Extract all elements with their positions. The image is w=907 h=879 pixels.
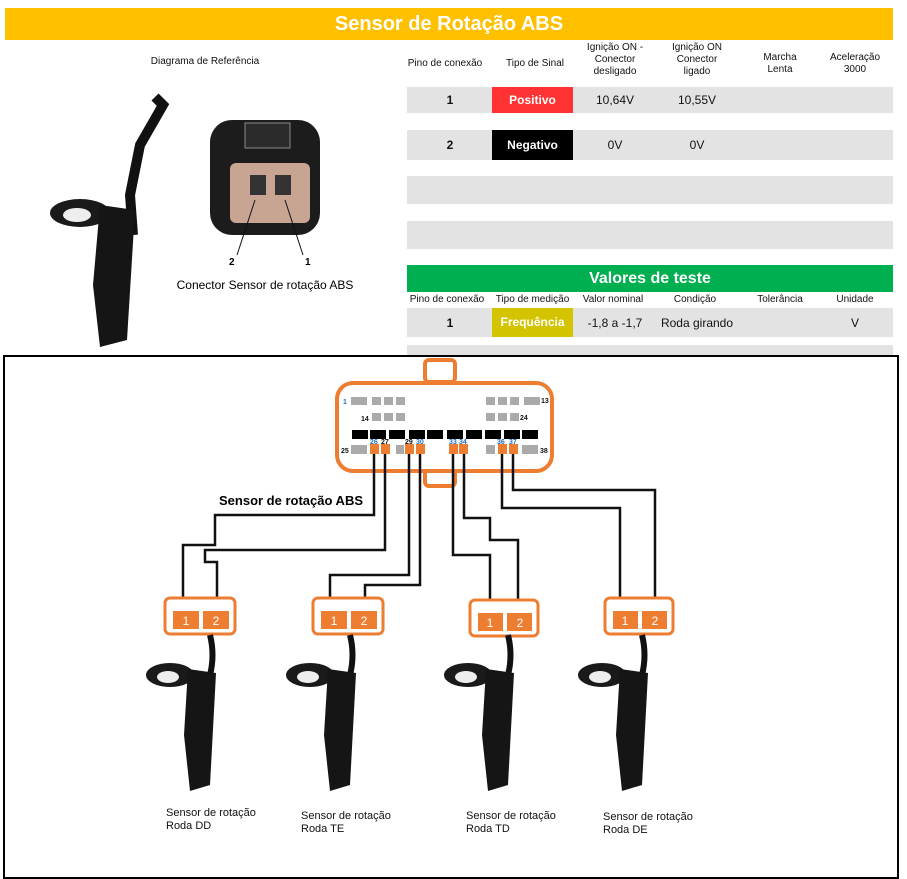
ign-off-value: 0V <box>607 138 623 152</box>
wires <box>181 454 657 600</box>
ecu-pin-label: 14 <box>361 416 369 423</box>
sensor-label-line: Roda TE <box>301 823 345 835</box>
sensor-pin-1: 1 <box>622 614 629 628</box>
ecu-pin-label: 37 <box>509 439 517 446</box>
header-idle: Marcha Lenta <box>763 52 797 75</box>
sensor-label-line: Roda TD <box>466 823 510 835</box>
ign-on-value: 10,55V <box>677 93 717 107</box>
test-header: Tolerância <box>757 294 803 305</box>
table-row-empty <box>407 221 893 249</box>
sensor-icon <box>146 635 216 791</box>
connector-photo-icon <box>210 120 320 256</box>
table-row: 1 Positivo 10,64V 10,55V <box>407 87 893 113</box>
test-header: Unidade <box>836 294 874 305</box>
ign-off-value: 10,64V <box>595 93 635 107</box>
header-accel: Aceleração 3000 <box>829 52 881 75</box>
ecu-pin-label: 24 <box>520 415 528 422</box>
table-row: 2 Negativo 0V 0V <box>407 130 893 160</box>
sensor-photo-icon <box>50 93 170 347</box>
sensor-label-line: Sensor de rotação <box>603 811 693 823</box>
ecu-pin-label: 26 <box>370 439 378 446</box>
connector-caption: Conector Sensor de rotação ABS <box>176 278 354 292</box>
sensor-label-line: Sensor de rotação <box>466 810 556 822</box>
test-values-title: Valores de teste <box>407 265 893 292</box>
sensor-pin-2: 2 <box>213 614 220 628</box>
signal-badge: Positivo <box>492 87 573 113</box>
sensor-pin-2: 2 <box>652 614 659 628</box>
condition-value: Roda girando <box>660 316 734 330</box>
sensor-label-line: Roda DE <box>603 824 648 836</box>
ecu-pin-label: 38 <box>540 448 548 455</box>
header-ign-on: Ignição ON Conector ligado <box>671 42 723 77</box>
nominal-value: -1,8 a -1,7 <box>587 316 643 330</box>
connector-pin-2: 2 <box>229 257 235 268</box>
sensor-icon <box>444 635 514 791</box>
ign-on-value: 0V <box>689 138 705 152</box>
ecu-pin-label: 36 <box>497 439 505 446</box>
signal-badge: Negativo <box>492 130 573 160</box>
sensor-pin-2: 2 <box>517 616 524 630</box>
page-title: Sensor de Rotação ABS <box>5 8 893 40</box>
test-header: Condição <box>673 294 717 305</box>
table-row-empty <box>407 345 893 355</box>
ecu-connector <box>335 358 554 488</box>
reference-diagram: 2 1 <box>50 93 320 347</box>
ecu-pin-label: 1 <box>343 399 347 406</box>
ecu-pin-label: 33 <box>449 439 457 446</box>
ecu-pin-label: 29 <box>405 439 413 446</box>
ecu-pin-label: 27 <box>381 439 389 446</box>
ecu-pin-label: 34 <box>459 439 467 446</box>
sensor-label-line: Sensor de rotação <box>301 810 391 822</box>
test-header: Tipo de medição <box>495 294 570 305</box>
connector-pin-1: 1 <box>305 257 311 268</box>
unit-value: V <box>850 316 859 330</box>
ecu-pin-label: 30 <box>416 439 424 446</box>
sensor-pin-2: 2 <box>361 614 368 628</box>
sensor-pin-1: 1 <box>183 614 190 628</box>
header-pin: Pino de conexão <box>407 58 483 69</box>
test-header: Pino de conexão <box>409 294 485 305</box>
header-signal: Tipo de Sinal <box>506 58 564 69</box>
header-diagram: Diagrama de Referência <box>150 56 260 67</box>
table-row-empty <box>407 176 893 204</box>
sensor-pin-1: 1 <box>487 616 494 630</box>
sensor-icon <box>286 635 356 791</box>
ecu-pin-label: 13 <box>541 398 549 405</box>
test-header: Valor nominal <box>582 294 644 305</box>
pin-value: 1 <box>446 93 454 107</box>
sensor-pin-1: 1 <box>331 614 338 628</box>
sensor-group: 1 2 1 2 1 2 1 2 <box>146 596 675 791</box>
sensor-icon <box>578 635 648 791</box>
ecu-pin-label: 25 <box>341 448 349 455</box>
sensor-label-line: Sensor de rotação <box>166 807 256 819</box>
sensor-label-line: Roda DD <box>166 820 212 832</box>
header-ign-off: Ignição ON - Conector desligado <box>586 42 644 77</box>
diagram-title: Sensor de rotação ABS <box>219 493 363 508</box>
test-pin: 1 <box>446 316 454 330</box>
pin-value: 2 <box>446 138 454 152</box>
